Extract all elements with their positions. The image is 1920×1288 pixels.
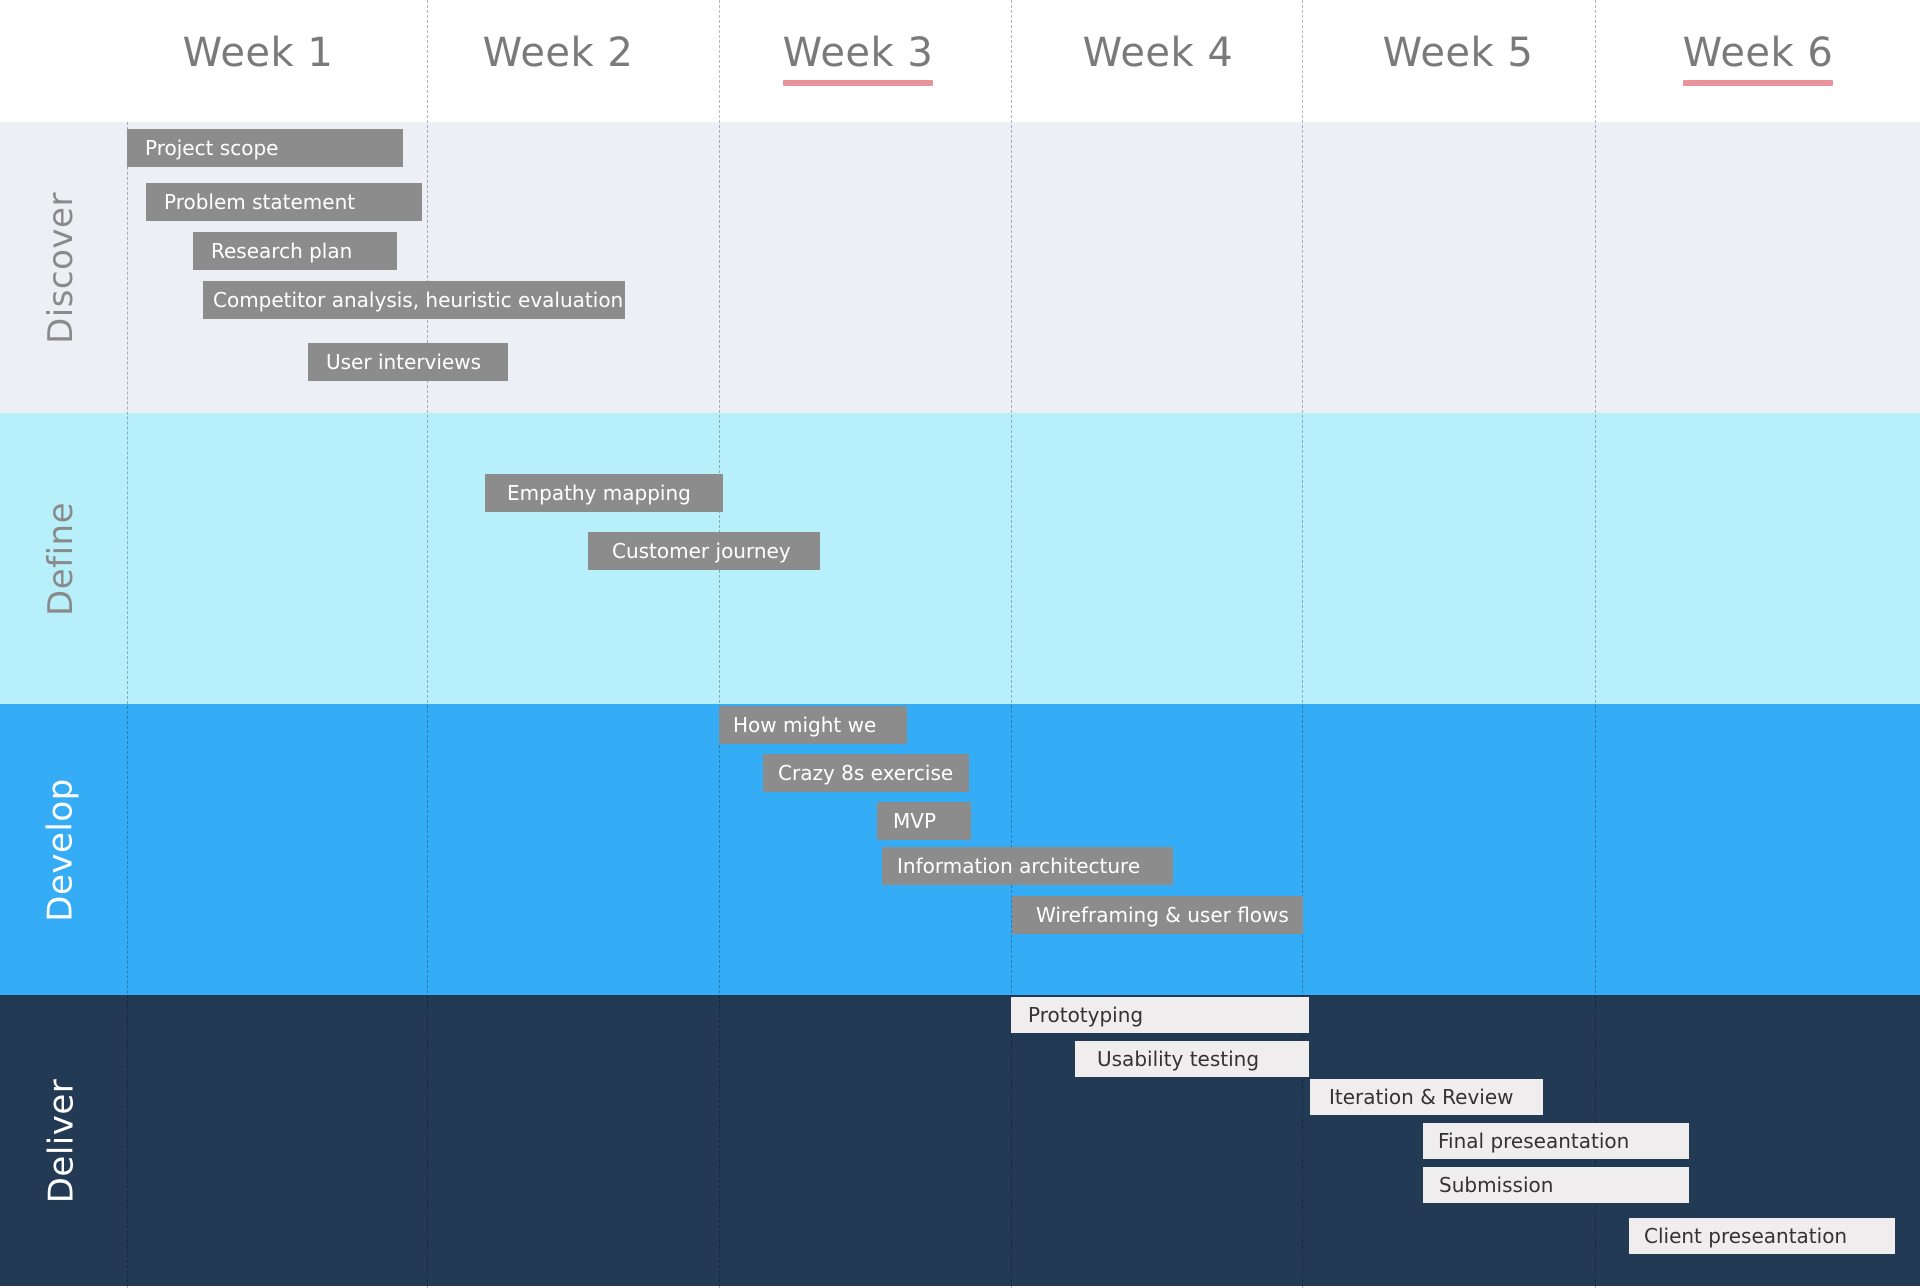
task-bar: Final preseantation <box>1423 1123 1689 1159</box>
week-1-label: Week 1 <box>182 30 334 76</box>
discover-label: Discover <box>41 191 82 344</box>
task-bar: Problem statement <box>146 183 422 221</box>
task-bar: Information architecture <box>882 847 1173 885</box>
task-bar: Project scope <box>127 129 403 167</box>
define-label: Define <box>40 501 81 616</box>
task-bar: Crazy 8s exercise <box>763 754 969 792</box>
week-2-heading: Week 2 <box>428 30 688 82</box>
week-6-heading: Week 6 <box>1628 30 1888 86</box>
week-divider <box>719 0 720 1288</box>
task-bar: Iteration & Review <box>1310 1079 1543 1115</box>
task-bar: MVP <box>877 802 971 840</box>
week-2-label: Week 2 <box>482 30 634 76</box>
week-4-label: Week 4 <box>1082 30 1234 76</box>
task-bar: User interviews <box>308 343 508 381</box>
task-bar: Customer journey <box>588 532 820 570</box>
week-divider <box>427 0 428 1288</box>
week-divider <box>127 122 128 1288</box>
task-bar: Competitor analysis, heuristic evaluatio… <box>203 281 625 319</box>
task-bar: Client preseantation <box>1629 1218 1895 1254</box>
week-4-heading: Week 4 <box>1028 30 1288 82</box>
deliver-phase: Deliver <box>0 995 122 1286</box>
week-header: Week 1 Week 2 Week 3 Week 4 Week 5 Week … <box>0 0 1920 122</box>
develop-label: Develop <box>41 777 81 922</box>
discover-phase: Discover <box>0 122 122 413</box>
week-5-label: Week 5 <box>1382 30 1534 76</box>
week-divider <box>1595 0 1596 1288</box>
task-bar: Submission <box>1423 1167 1689 1203</box>
develop-phase: Develop <box>0 704 122 995</box>
define-phase: Define <box>0 413 122 704</box>
task-bar: Prototyping <box>1011 997 1309 1033</box>
task-bar: Usability testing <box>1075 1041 1309 1077</box>
week-1-heading: Week 1 <box>128 30 388 82</box>
week-divider <box>1302 0 1303 1288</box>
define-band: Define <box>0 413 1920 704</box>
task-bar: Wireframing & user flows <box>1012 896 1303 934</box>
week-5-heading: Week 5 <box>1328 30 1588 82</box>
week-3-heading: Week 3 <box>728 30 988 86</box>
task-bar: Research plan <box>193 232 397 270</box>
week-6-label: Week 6 <box>1682 30 1834 86</box>
week-divider <box>1011 0 1012 1288</box>
deliver-label: Deliver <box>41 1078 82 1203</box>
task-bar: How might we <box>719 706 907 744</box>
task-bar: Empathy mapping <box>485 474 723 512</box>
week-3-label: Week 3 <box>782 30 934 86</box>
